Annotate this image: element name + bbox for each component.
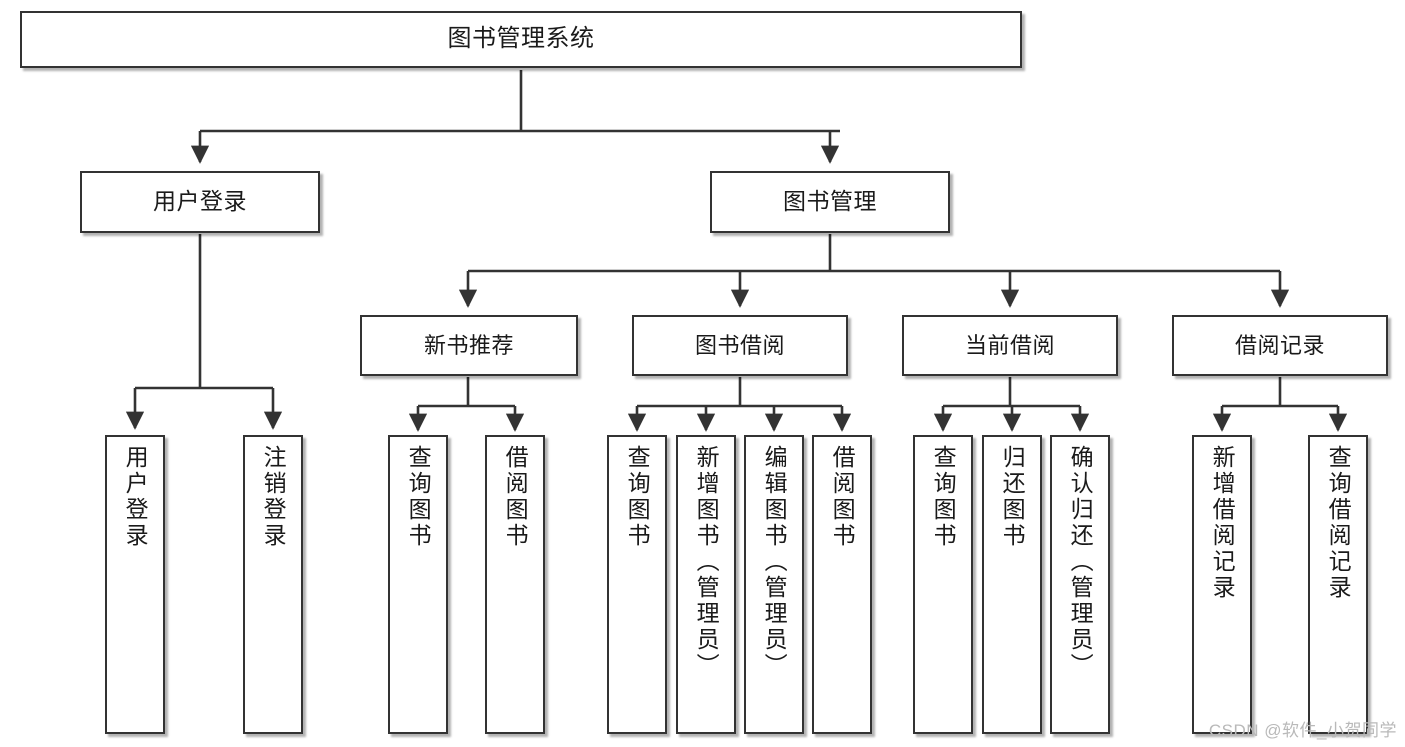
watermark: CSDN @软件_小贺同学 [1208,721,1397,740]
leaf-query-book-borrow[interactable]: 查询图书 [607,435,667,734]
leaf-return-book[interactable]: 归还图书 [982,435,1042,734]
leaf-query-borrow-record[interactable]: 查询借阅记录 [1308,435,1368,734]
node-current-borrow[interactable]: 当前借阅 [902,315,1118,376]
leaf-user-login[interactable]: 用户登录 [105,435,165,734]
node-book-borrow[interactable]: 图书借阅 [632,315,848,376]
node-label: 确认归还（管理员） [1067,445,1094,679]
leaf-borrow-book-newbook[interactable]: 借阅图书 [485,435,545,734]
node-label: 查询图书 [624,445,651,549]
node-label: 归还图书 [999,445,1026,549]
leaf-add-book-admin[interactable]: 新增图书（管理员） [676,435,736,734]
node-label: 图书借阅 [694,332,785,358]
node-new-book-recommend[interactable]: 新书推荐 [360,315,578,376]
node-label: 用户登录 [153,188,247,215]
leaf-confirm-return-admin[interactable]: 确认归还（管理员） [1050,435,1110,734]
node-label: 图书管理系统 [447,25,595,53]
node-label: 借阅记录 [1234,332,1325,358]
node-label: 新增借阅记录 [1209,445,1236,601]
node-label: 借阅图书 [829,445,856,549]
node-book-management[interactable]: 图书管理 [710,171,950,233]
node-label: 新书推荐 [423,332,514,358]
leaf-query-book-newbook[interactable]: 查询图书 [388,435,448,734]
leaf-borrow-book[interactable]: 借阅图书 [812,435,872,734]
node-label: 查询图书 [405,445,432,549]
node-label: 借阅图书 [502,445,529,549]
node-label: 当前借阅 [964,332,1055,358]
node-label: 查询借阅记录 [1325,445,1352,601]
node-label: 用户登录 [122,445,149,549]
leaf-logout[interactable]: 注销登录 [243,435,303,734]
node-label: 查询图书 [930,445,957,549]
node-borrow-record[interactable]: 借阅记录 [1172,315,1388,376]
node-user-login[interactable]: 用户登录 [80,171,320,233]
node-label: 注销登录 [260,445,287,549]
node-root-system[interactable]: 图书管理系统 [20,11,1022,68]
leaf-query-book-current[interactable]: 查询图书 [913,435,973,734]
leaf-edit-book-admin[interactable]: 编辑图书（管理员） [744,435,804,734]
node-label: 图书管理 [783,188,877,215]
node-label: 新增图书（管理员） [693,445,720,679]
node-label: 编辑图书（管理员） [761,445,788,679]
leaf-add-borrow-record[interactable]: 新增借阅记录 [1192,435,1252,734]
